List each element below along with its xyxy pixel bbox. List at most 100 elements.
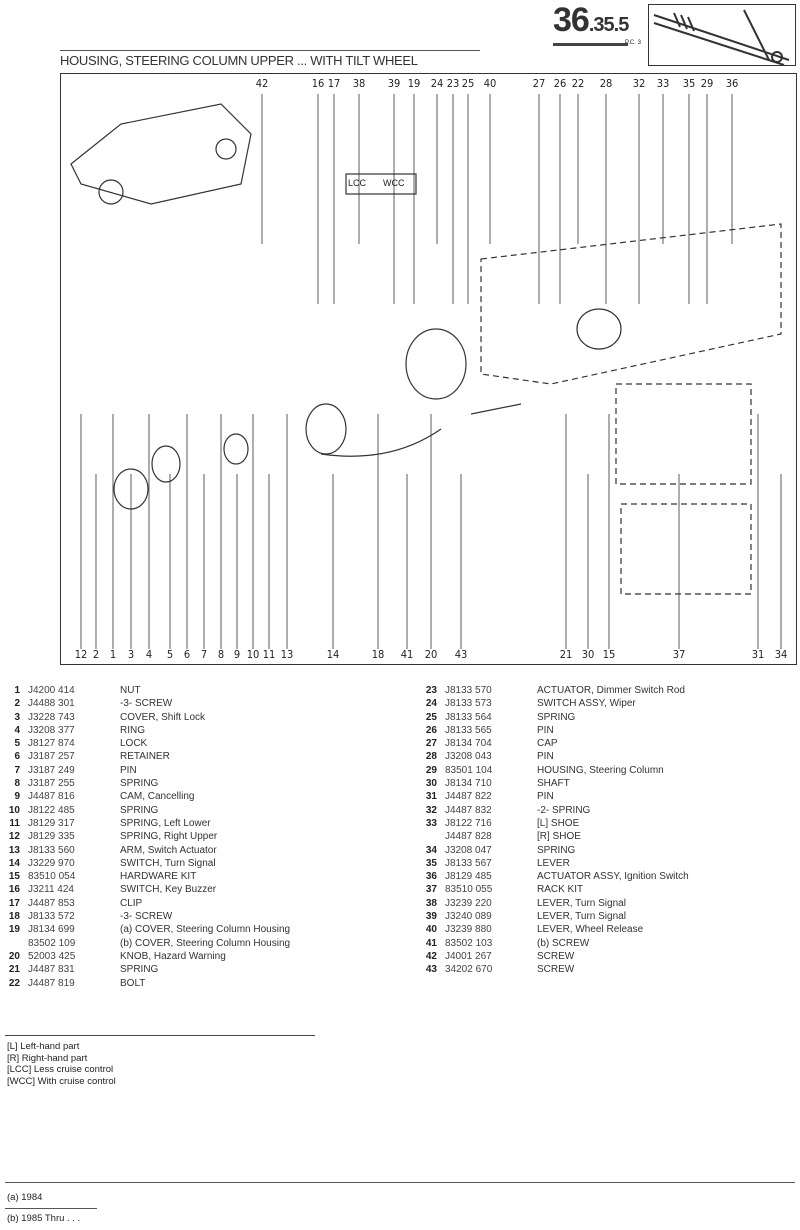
part-description: SPRING, Right Upper [120,831,218,843]
footnote-b: (b) 1985 Thru . . . [7,1213,81,1224]
callout-label: 34 [774,648,788,661]
part-description: SPRING [120,804,159,816]
part-description: SPRING [537,844,576,856]
part-description: ACTUATOR, Dimmer Switch Rod [537,685,685,696]
callout-label: 35 [682,77,696,90]
item-number: 37 [425,884,437,896]
callout-label: 33 [656,77,670,90]
item-number: 13 [8,844,20,856]
callout-label: 20 [424,648,438,661]
part-number: J8122 485 [28,804,75,816]
part-description: [R] SHOE [537,831,581,843]
item-number: 27 [425,738,437,750]
item-number: 36 [425,871,437,883]
item-number: 21 [8,964,20,976]
parts-row: 27 J8134 704 CAP [417,737,689,750]
part-description: -2- SPRING [537,804,591,816]
part-description: CAP [537,738,558,750]
callout-label: 18 [371,648,385,661]
footer-divider [5,1182,795,1183]
item-number: 40 [425,924,437,936]
part-description: (b) SCREW [537,937,590,949]
part-number: 83501 104 [445,764,493,776]
car-illustration [70,103,252,205]
callout-label: 2 [92,648,100,661]
part-description: (a) COVER, Steering Column Housing [120,924,291,936]
callout-label: 12 [74,648,88,661]
callout-label: 7 [200,648,208,661]
tag-lcc: LCC [348,178,367,188]
part-description: LEVER, Turn Signal [537,911,626,923]
item-number: 31 [425,791,437,803]
part-number: J3228 743 [28,711,75,723]
item-number: 29 [425,764,437,776]
item-number: 3 [14,711,20,723]
item-number: 35 [425,857,437,869]
part-number: J3229 970 [28,857,75,869]
callout-label: 19 [407,77,421,90]
part-description: SPRING [537,711,576,723]
item-number: 2 [14,698,20,710]
part-description: LEVER [537,857,570,869]
part-number: J3187 257 [28,751,75,763]
callout-label: 39 [387,77,401,90]
callout-label: 9 [233,648,241,661]
part-description: COVER, Shift Lock [120,711,206,723]
part-number: J4487 819 [28,977,75,989]
item-number: 30 [425,778,437,790]
part-description: ARM, Switch Actuator [120,844,217,856]
part-description: SCREW [537,964,575,976]
part-number: J4200 414 [28,685,75,696]
item-number: 41 [425,937,437,949]
item-number: 18 [8,911,20,923]
callout-label: 36 [725,77,739,90]
parts-row: 3 J3228 743 COVER, Shift Lock [0,711,290,724]
part-number: J8133 560 [28,844,75,856]
item-number: 1 [14,685,20,696]
part-description: SPRING, Left Lower [120,817,211,829]
part-description: LOCK [120,738,148,750]
part-number: J8127 874 [28,738,75,750]
part-number: 83510 055 [445,884,493,896]
part-number: J8133 567 [445,857,492,869]
callout-label: 30 [581,648,595,661]
legend-item: [R] Right-hand part [7,1052,88,1064]
part-number: J8133 565 [445,724,492,736]
callout-label: 16 [311,77,325,90]
callout-label: 32 [632,77,646,90]
legend-divider [5,1035,315,1036]
part-description: -3- SCREW [120,698,173,710]
part-number: J8134 704 [445,738,492,750]
part-description: [L] SHOE [537,817,580,829]
item-number: 34 [425,844,437,856]
part-description: (b) COVER, Steering Column Housing [120,937,291,949]
item-number: 16 [8,884,20,896]
callout-label: 38 [352,77,366,90]
item-number: 12 [8,831,20,843]
part-number: J8133 564 [445,711,492,723]
part-description: HOUSING, Steering Column [537,764,664,776]
part-number: J3239 880 [445,924,492,936]
part-number: J3240 089 [445,911,492,923]
item-number: 14 [8,857,20,869]
item-number: 23 [425,685,437,696]
cruise-tags [345,173,417,195]
item-number: 28 [425,751,437,763]
